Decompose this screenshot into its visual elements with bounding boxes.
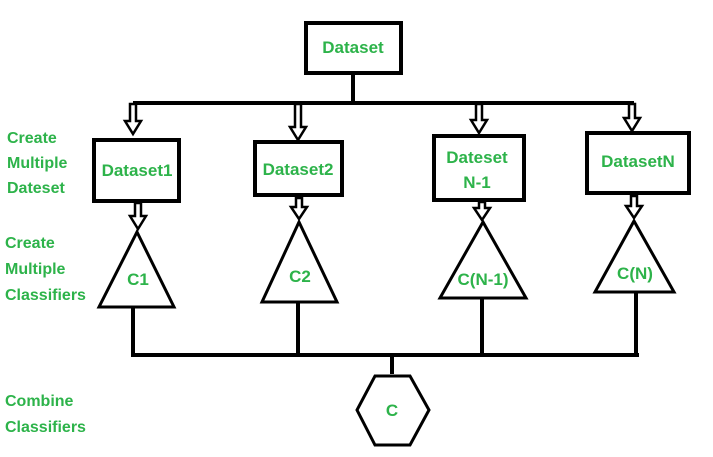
dataset-label: Dataset2 bbox=[263, 160, 334, 179]
classifier-label: C(N) bbox=[617, 264, 653, 283]
combined-classifier-hexagon bbox=[355, 374, 431, 447]
classifier-node-1: C1 bbox=[96, 228, 177, 309]
dataset-node-4: DatasetN bbox=[585, 131, 691, 195]
down-arrow-icon bbox=[122, 102, 144, 137]
down-arrow-icon bbox=[471, 200, 493, 223]
bus-arrows bbox=[122, 102, 643, 143]
classifier-label: C1 bbox=[127, 270, 149, 289]
side-label-line: Multiple bbox=[5, 261, 66, 278]
side-label-line: Combine bbox=[5, 393, 74, 410]
dataset-box bbox=[585, 131, 691, 195]
dataset-node-1: Dataset1 bbox=[92, 138, 181, 203]
classifier-node-3: C(N-1) bbox=[437, 218, 529, 300]
classifier-node-2: C2 bbox=[259, 218, 340, 304]
dataset-node-2: Dataset2 bbox=[253, 140, 344, 197]
classifier-triangle bbox=[96, 228, 177, 309]
root-dataset-label: Dataset bbox=[322, 38, 384, 57]
dataset-box bbox=[432, 134, 526, 202]
dataset-box bbox=[92, 138, 181, 203]
dataset-label-line-1: Dateset bbox=[446, 148, 508, 167]
down-arrow-icon bbox=[468, 102, 490, 136]
side-label-line: Classifiers bbox=[5, 287, 86, 304]
classifier-triangle bbox=[592, 217, 677, 294]
side-label-line: Classifiers bbox=[5, 419, 86, 436]
dataset-label: DatasetN bbox=[601, 152, 675, 171]
dataset-box bbox=[253, 140, 344, 197]
down-arrow-icon bbox=[621, 102, 643, 134]
side-label-line: Create bbox=[7, 130, 57, 147]
classifier-label: C2 bbox=[289, 267, 311, 286]
side-label-line: Dateset bbox=[7, 180, 65, 197]
dataset-node-3: Dateset N-1 bbox=[432, 134, 526, 202]
classifier-label: C(N-1) bbox=[458, 270, 509, 289]
side-label-create-datasets: Create Multiple Dateset bbox=[7, 130, 68, 197]
side-label-line: Multiple bbox=[7, 155, 68, 172]
down-arrow-icon bbox=[287, 102, 309, 143]
side-label-create-classifiers: Create Multiple Classifiers bbox=[5, 235, 86, 304]
dataset-label: Dataset1 bbox=[102, 161, 173, 180]
classifier-node-4: C(N) bbox=[592, 217, 677, 294]
down-arrow-icon bbox=[288, 196, 310, 222]
combined-classifier-node: C bbox=[355, 374, 431, 447]
box-arrows bbox=[127, 194, 645, 232]
classifier-triangle bbox=[259, 218, 340, 304]
connectors bbox=[131, 74, 639, 374]
root-dataset-node: Dataset bbox=[304, 21, 403, 75]
down-arrow-icon bbox=[127, 201, 149, 232]
down-arrow-icon bbox=[623, 194, 645, 221]
dataset-label-line-2: N-1 bbox=[463, 173, 490, 192]
root-dataset-box bbox=[304, 21, 403, 75]
side-label-combine: Combine Classifiers bbox=[5, 393, 86, 436]
classifier-triangle bbox=[437, 218, 529, 300]
combined-classifier-label: C bbox=[386, 401, 398, 420]
side-label-line: Create bbox=[5, 235, 55, 252]
